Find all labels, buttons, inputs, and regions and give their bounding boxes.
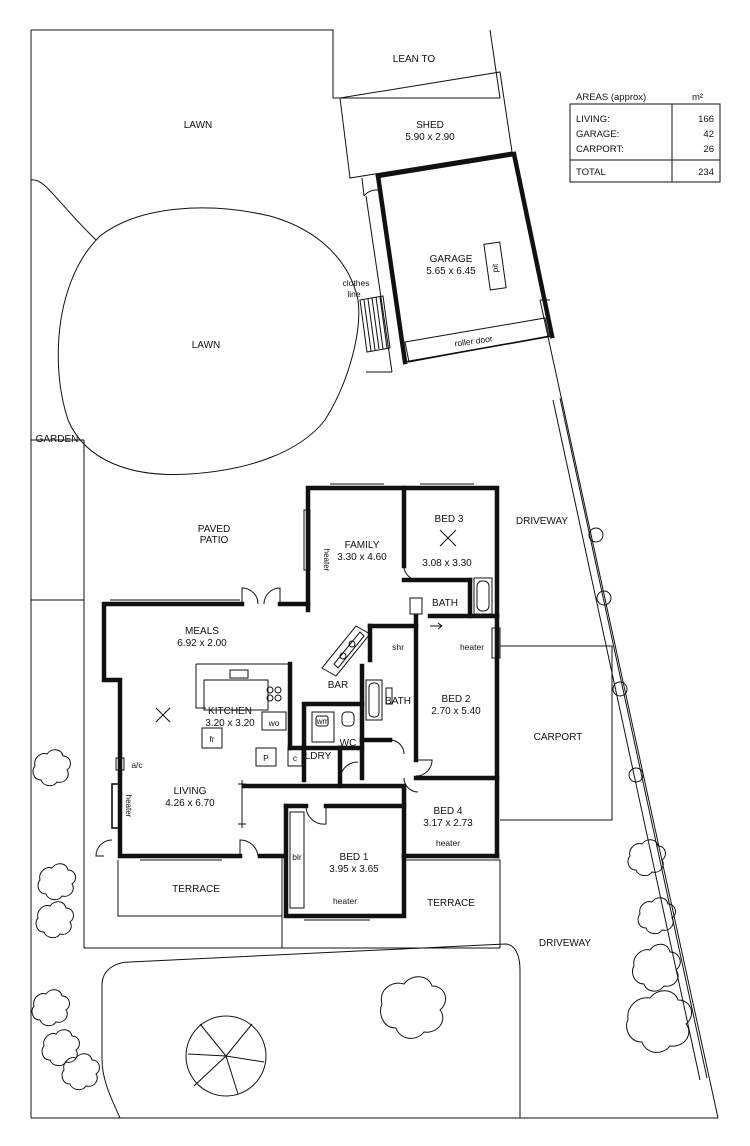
lawn-top-label: LAWN xyxy=(184,120,213,131)
bath-fixtures xyxy=(365,577,493,721)
clothes-line-label-2: line xyxy=(347,289,361,299)
garden-label: GARDEN xyxy=(36,434,79,445)
areas-table xyxy=(569,103,721,183)
garage xyxy=(359,151,555,373)
carport xyxy=(500,645,613,821)
paved-label: PAVED xyxy=(198,524,230,535)
lower-garden-bed xyxy=(101,943,521,1119)
clothes-line-steps xyxy=(359,295,391,353)
meals-title: MEALS xyxy=(185,626,219,637)
family-title: FAMILY xyxy=(345,540,380,551)
wc-label: WC xyxy=(340,738,357,749)
meals-dims: 6.92 x 2.00 xyxy=(177,638,227,649)
doors xyxy=(95,565,433,857)
bath-mid-label: BATH xyxy=(385,696,411,707)
bed1-dims: 3.95 x 3.65 xyxy=(329,864,379,875)
terraces xyxy=(117,856,501,948)
shr-label: shr xyxy=(392,642,404,652)
heater-family-label: heater xyxy=(322,549,331,572)
bed1-fittings xyxy=(289,811,305,909)
bed2-dims: 2.70 x 5.40 xyxy=(431,706,481,717)
shed-dims: 5.90 x 2.90 xyxy=(405,132,455,143)
lean-to-label: LEAN TO xyxy=(393,54,436,65)
bed1-title: BED 1 xyxy=(340,852,369,863)
areas-row-value: 26 xyxy=(703,144,714,155)
areas-total-label: TOTAL xyxy=(576,167,606,178)
driveway-strip xyxy=(552,397,708,1081)
bar-counter xyxy=(321,625,371,677)
carport-label: CARPORT xyxy=(534,732,583,743)
bed4-title: BED 4 xyxy=(434,806,463,817)
areas-row-label: LIVING: xyxy=(576,114,610,125)
areas-row-label: CARPORT: xyxy=(576,144,624,155)
living-title: LIVING xyxy=(174,786,207,797)
lawn-mid-label: LAWN xyxy=(192,340,221,351)
shed-block xyxy=(339,71,513,179)
kitchen-title: KITCHEN xyxy=(208,706,252,717)
windows xyxy=(110,483,501,921)
living-dims: 4.26 x 6.70 xyxy=(165,798,215,809)
pit-label: pit xyxy=(491,263,500,272)
blr-label: blr xyxy=(292,852,302,862)
terrace-left-label: TERRACE xyxy=(172,884,220,895)
driveway-bottom-label: DRIVEWAY xyxy=(539,938,592,949)
family-dims: 3.30 x 4.60 xyxy=(337,552,387,563)
labels: LEAN TO LAWN SHED 5.90 x 2.90 LAWN cloth… xyxy=(36,54,714,949)
garage-dims: 5.65 x 6.45 xyxy=(426,266,476,277)
pantry-label: P xyxy=(263,753,269,763)
patio-label: PATIO xyxy=(200,535,229,546)
roller-door-label: roller door xyxy=(454,333,493,348)
ceiling-fans xyxy=(155,529,457,723)
heater-living-label: heater xyxy=(124,795,133,818)
terrace-right-label: TERRACE xyxy=(427,898,475,909)
heater-bed1-label: heater xyxy=(333,896,357,906)
wo-label: wo xyxy=(268,718,280,728)
heater-bed4-label: heater xyxy=(436,838,460,848)
kitchen-dims: 3.20 x 3.20 xyxy=(205,718,255,729)
areas-row-label: GARAGE: xyxy=(576,129,619,140)
house-walls xyxy=(101,485,500,919)
wm-label: wm xyxy=(316,717,330,726)
heater-bed2-label: heater xyxy=(460,642,484,652)
areas-title: AREAS (approx) xyxy=(576,92,646,103)
bed4-dims: 3.17 x 2.73 xyxy=(423,818,473,829)
living-fittings xyxy=(111,757,246,829)
areas-row-value: 42 xyxy=(703,129,714,140)
areas-unit: m² xyxy=(692,92,703,103)
kitchen-fittings xyxy=(195,663,355,767)
ac-label: a/c xyxy=(131,760,143,770)
bed3-title: BED 3 xyxy=(435,514,464,525)
fr-label: fr xyxy=(210,735,215,744)
clothes-line-label-1: clothes xyxy=(343,278,370,288)
ldry-label: LDRY xyxy=(305,751,332,762)
garage-title: GARAGE xyxy=(430,254,473,265)
shed-title: SHED xyxy=(416,120,444,131)
trees xyxy=(31,749,693,1097)
bed2-title: BED 2 xyxy=(442,694,471,705)
areas-total-value: 234 xyxy=(698,167,714,178)
bed3-dims: 3.08 x 3.30 xyxy=(422,558,472,569)
shrub-row xyxy=(588,527,644,783)
areas-row-value: 166 xyxy=(698,114,714,125)
bar-label: BAR xyxy=(328,680,349,691)
bath-top-label: BATH xyxy=(432,598,458,609)
driveway-top-label: DRIVEWAY xyxy=(516,516,569,527)
c-label: c xyxy=(293,753,298,763)
site-boundary xyxy=(30,29,719,1119)
